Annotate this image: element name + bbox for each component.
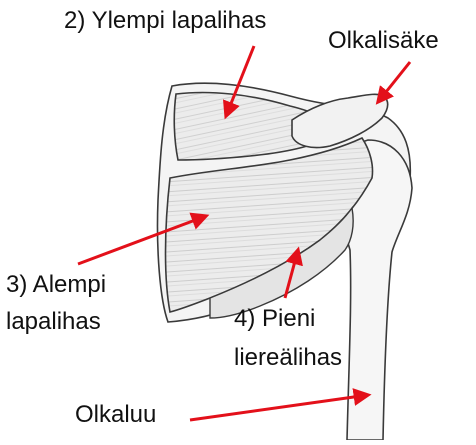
- label-teres-minor-line2: liereälihas: [234, 343, 342, 373]
- label-supraspinatus: 2) Ylempi lapalihas: [64, 6, 266, 36]
- arrow-humerus: [190, 395, 368, 420]
- label-teres-minor-line1: 4) Pieni: [234, 304, 315, 334]
- label-infraspinatus-line2: lapalihas: [6, 307, 101, 337]
- label-humerus: Olkaluu: [75, 400, 156, 430]
- label-infraspinatus-line1: 3) Alempi: [6, 270, 106, 300]
- label-acromion: Olkalisäke: [328, 26, 439, 56]
- arrow-acromion: [378, 62, 410, 102]
